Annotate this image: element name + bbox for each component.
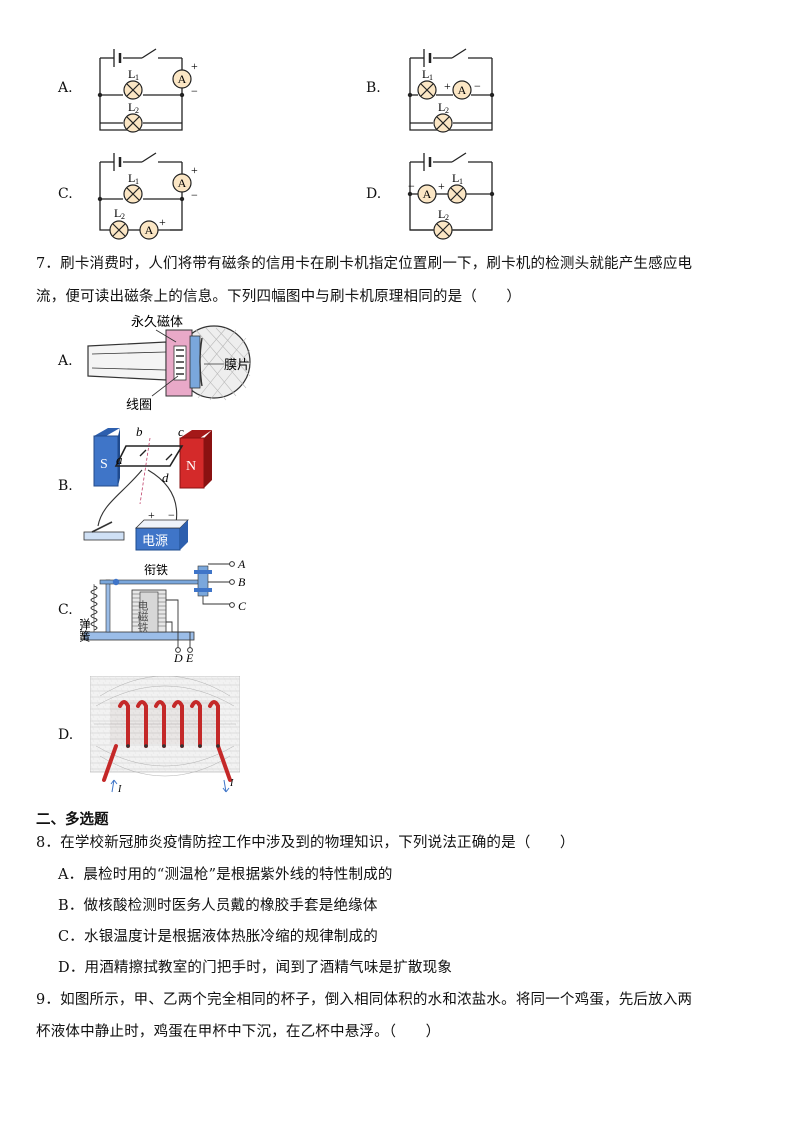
svg-text:2: 2 (135, 106, 139, 115)
q8-option-b: B．做核酸检测时医务人员戴的橡胶手套是绝缘体 (58, 898, 378, 914)
svg-text:1: 1 (135, 177, 139, 186)
svg-text:A: A (237, 557, 246, 571)
svg-text:L: L (128, 171, 135, 185)
ammeter-icon: A (452, 80, 472, 100)
q7-option-d-label: D. (58, 727, 74, 743)
svg-text:A: A (178, 72, 187, 86)
q6-option-d-label: D. (366, 186, 382, 202)
svg-text:L: L (452, 171, 459, 185)
svg-text:A: A (145, 223, 154, 237)
svg-text:S: S (100, 457, 108, 472)
q8-option-d: D．用酒精擦拭教室的门把手时，闻到了酒精气味是扩散现象 (58, 960, 453, 976)
svg-text:D: D (173, 651, 183, 665)
iron-filings-coil-figure: I I (90, 676, 240, 795)
svg-text:A: A (423, 187, 432, 201)
svg-text:+: + (159, 215, 166, 229)
svg-text:−: − (408, 179, 415, 193)
lamp-l2-icon (123, 113, 143, 133)
q9-stem-line1: 9．如图所示，甲、乙两个完全相同的杯子，倒入相同体积的水和浓盐水。将同一个鸡蛋，… (36, 992, 693, 1008)
lamp-l1-icon (123, 80, 143, 100)
svg-text:d: d (162, 470, 169, 485)
ammeter-icon: A (172, 173, 192, 193)
svg-text:L: L (128, 67, 135, 81)
svg-text:−: − (168, 508, 175, 522)
svg-text:−: − (191, 84, 198, 98)
label-permanent-magnet: 永久磁体 (131, 314, 183, 329)
svg-text:L: L (438, 207, 445, 221)
svg-text:B: B (238, 575, 246, 589)
svg-text:L: L (438, 100, 445, 114)
svg-text:+: + (438, 179, 445, 193)
q6-option-c-label: C. (58, 186, 73, 202)
svg-text:b: b (136, 424, 143, 439)
relay-figure: A B C D E 衔铁 弹簧 电磁铁 (80, 557, 247, 665)
q7-option-a-label: A. (58, 353, 73, 369)
q9-stem-line2: 杯液体中静止时，鸡蛋在甲杯中下沉，在乙杯中悬浮。（ ） (36, 1024, 441, 1040)
q7-stem-line1: 7．刷卡消费时，人们将带有磁条的信用卡在刷卡机指定位置刷一下，刷卡机的检测头就能… (36, 256, 693, 272)
svg-text:+: + (191, 163, 198, 177)
svg-text:电磁铁: 电磁铁 (136, 600, 149, 633)
q6-option-b-label: B. (366, 80, 381, 96)
q7-stem-line2: 流，便可读出磁条上的信息。下列四幅图中与刷卡机原理相同的是（ ） (36, 289, 522, 305)
svg-text:电源: 电源 (142, 533, 168, 548)
microphone-figure: 永久磁体 膜片 线圈 (87, 314, 251, 412)
ammeter-icon: A (417, 184, 437, 204)
svg-text:1: 1 (429, 73, 433, 82)
svg-text:E: E (185, 651, 194, 665)
svg-text:A: A (178, 176, 187, 190)
q8-stem: 8．在学校新冠肺炎疫情防控工作中涉及到的物理知识，下列说法正确的是（ ） (36, 835, 575, 851)
lamp-l1-icon (417, 80, 437, 100)
label-coil: 线圈 (126, 397, 152, 412)
lamp-l2-icon (109, 220, 129, 240)
svg-text:2: 2 (445, 213, 449, 222)
svg-text:2: 2 (121, 212, 125, 221)
ammeter-2-icon: A (139, 220, 159, 240)
section-title-multiple-choice: 二、多选题 (36, 812, 109, 828)
svg-text:N: N (186, 459, 196, 474)
svg-text:+: + (191, 59, 198, 73)
svg-text:弹簧: 弹簧 (80, 618, 91, 642)
q8-option-c: C．水银温度计是根据液体热胀冷缩的规律制成的 (58, 929, 378, 945)
svg-text:c: c (178, 424, 184, 439)
svg-text:A: A (458, 83, 467, 97)
svg-text:C: C (238, 599, 247, 613)
svg-text:2: 2 (445, 106, 449, 115)
svg-text:1: 1 (459, 177, 463, 186)
svg-text:L: L (128, 100, 135, 114)
lamp-l1-icon (447, 184, 467, 204)
q8-option-a: A．晨检时用的“测温枪”是根据紫外线的特性制成的 (58, 867, 393, 883)
lamp-l1-icon (123, 184, 143, 204)
q6-option-a-label: A. (58, 80, 73, 96)
svg-text:I: I (229, 778, 234, 789)
svg-text:L: L (422, 67, 429, 81)
ammeter-icon: A (172, 69, 192, 89)
coil-wire (102, 700, 232, 782)
q7-option-b-label: B. (58, 478, 73, 494)
svg-text:+: + (148, 508, 155, 522)
lamp-l2-icon (433, 220, 453, 240)
label-membrane: 膜片 (224, 357, 250, 372)
svg-text:−: − (191, 188, 198, 202)
motor-principle-figure: S N b c a d 电源 + − (83, 424, 212, 551)
power-supply-box-icon: 电源 (135, 519, 189, 551)
svg-text:a: a (116, 452, 123, 467)
svg-text:I: I (117, 784, 122, 795)
svg-text:1: 1 (135, 73, 139, 82)
svg-text:L: L (114, 206, 121, 220)
svg-text:−: − (474, 79, 481, 93)
svg-text:+: + (444, 79, 451, 93)
lamp-l2-icon (433, 113, 453, 133)
svg-text:衔铁: 衔铁 (144, 563, 168, 577)
q7-option-c-label: C. (58, 602, 73, 618)
